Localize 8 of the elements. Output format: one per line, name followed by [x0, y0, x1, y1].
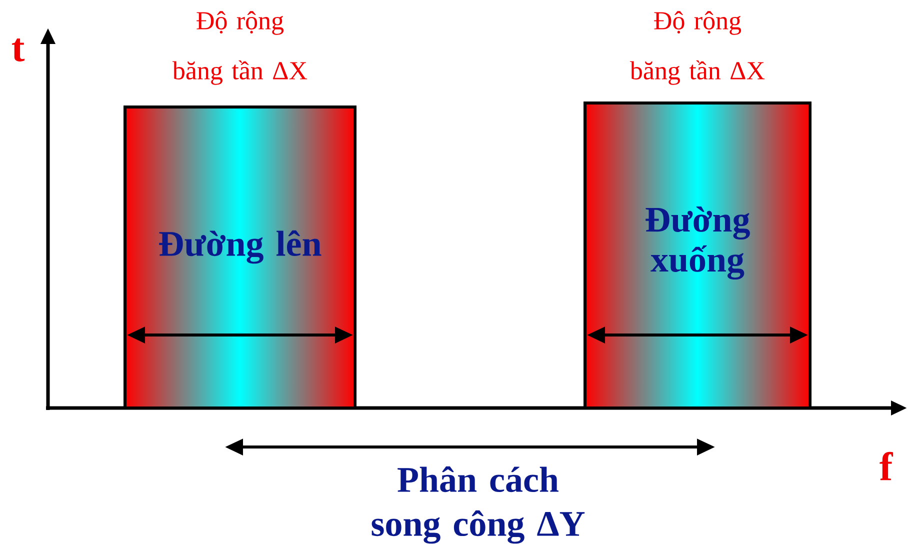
band-box [584, 102, 812, 410]
bandwidth-label: Độ rộng băng tần ΔX [172, 11, 308, 85]
axis-label: f [880, 452, 894, 480]
separation-label: Phân cách song công ΔY [372, 466, 585, 544]
bandwidth-label: Độ rộng băng tần ΔX [630, 11, 765, 85]
box-label: Đường xuống [646, 206, 750, 280]
band-box [124, 106, 356, 410]
axis-label: t [12, 38, 24, 62]
